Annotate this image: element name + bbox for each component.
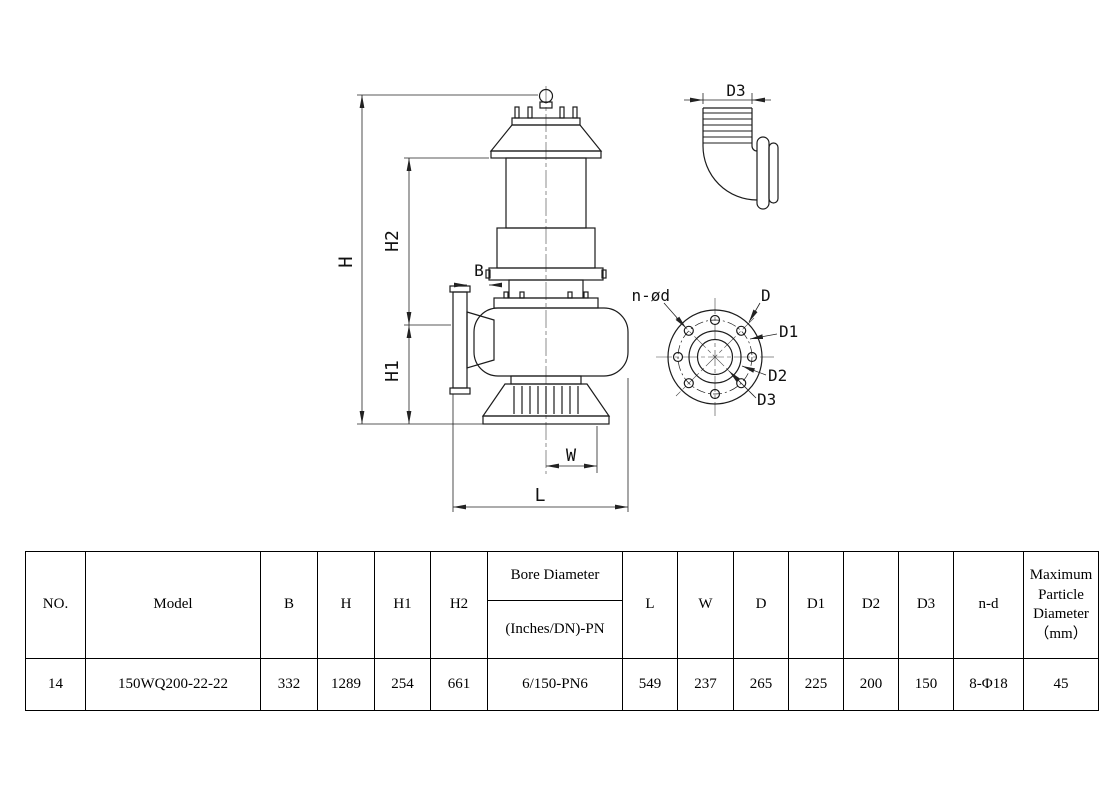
dim-label-H1: H1 — [382, 360, 403, 382]
header-no: NO. — [25, 551, 86, 659]
cell-h2: 661 — [430, 658, 488, 711]
cell-h1: 254 — [374, 658, 431, 711]
header-n-d: n-d — [953, 551, 1024, 659]
header-d: D — [733, 551, 789, 659]
header-h: H — [317, 551, 375, 659]
cell-d1: 225 — [788, 658, 844, 711]
dim-label-H2: H2 — [382, 230, 403, 252]
dim-label-L: L — [535, 485, 546, 506]
pump-front-view — [449, 88, 629, 425]
cell-bore: 6/150-PN6 — [487, 658, 623, 711]
header-d3: D3 — [898, 551, 954, 659]
elbow-dimension-lines — [684, 93, 771, 104]
header-l: L — [622, 551, 678, 659]
header-model: Model — [85, 551, 261, 659]
cell-w: 237 — [677, 658, 734, 711]
table-header-row: NO. Model B H H1 H2 Bore Diameter (Inche… — [25, 551, 1099, 659]
elbow-thread-hatch — [703, 112, 752, 144]
header-h1: H1 — [374, 551, 431, 659]
header-d2: D2 — [843, 551, 899, 659]
cell-b: 332 — [260, 658, 318, 711]
bore-header-line2: (Inches/DN)-PN — [505, 620, 605, 637]
header-b: B — [260, 551, 318, 659]
cell-no: 14 — [25, 658, 86, 711]
flange-circles — [667, 309, 763, 405]
pump-dimension-drawing: H H2 H1 B W L — [335, 81, 798, 512]
cell-l: 549 — [622, 658, 678, 711]
cell-d: 265 — [733, 658, 789, 711]
bore-header-wrap: Bore Diameter (Inches/DN)-PN — [488, 553, 622, 658]
label-D1: D1 — [779, 322, 798, 341]
dim-label-H: H — [335, 256, 357, 267]
bore-header-line1: Bore Diameter — [488, 553, 622, 601]
header-bore-diameter: Bore Diameter (Inches/DN)-PN — [487, 551, 623, 659]
elbow-outlet-view — [702, 107, 779, 210]
dim-label-W: W — [566, 446, 577, 466]
cell-d2: 200 — [843, 658, 899, 711]
cell-n-d: 8-Φ18 — [953, 658, 1024, 711]
dimension-table: NO. Model B H H1 H2 Bore Diameter (Inche… — [25, 551, 1099, 711]
flange-leader-lines — [663, 302, 778, 399]
flange-face-view: n-ød D D1 D2 D3 — [631, 286, 798, 416]
cell-model: 150WQ200-22-22 — [85, 658, 261, 711]
table-row: 14 150WQ200-22-22 332 1289 254 661 6/150… — [25, 658, 1099, 711]
cell-max-particle: 45 — [1023, 658, 1099, 711]
label-n-od: n-ød — [631, 286, 670, 305]
dim-label-B: B — [474, 261, 484, 280]
header-max-particle: Maximum Particle Diameter（mm） — [1023, 551, 1099, 659]
header-h2: H2 — [430, 551, 488, 659]
pump-dimension-lines — [357, 94, 629, 512]
dim-label-elbow-D3: D3 — [726, 81, 745, 100]
label-D: D — [761, 286, 771, 305]
cell-h: 1289 — [317, 658, 375, 711]
label-D3: D3 — [757, 390, 776, 409]
pump-dimension-labels: H H2 H1 B W L — [335, 230, 577, 506]
label-D2: D2 — [768, 366, 787, 385]
cell-d3: 150 — [898, 658, 954, 711]
flange-labels: n-ød D D1 D2 D3 — [631, 286, 798, 409]
header-d1: D1 — [788, 551, 844, 659]
header-w: W — [677, 551, 734, 659]
